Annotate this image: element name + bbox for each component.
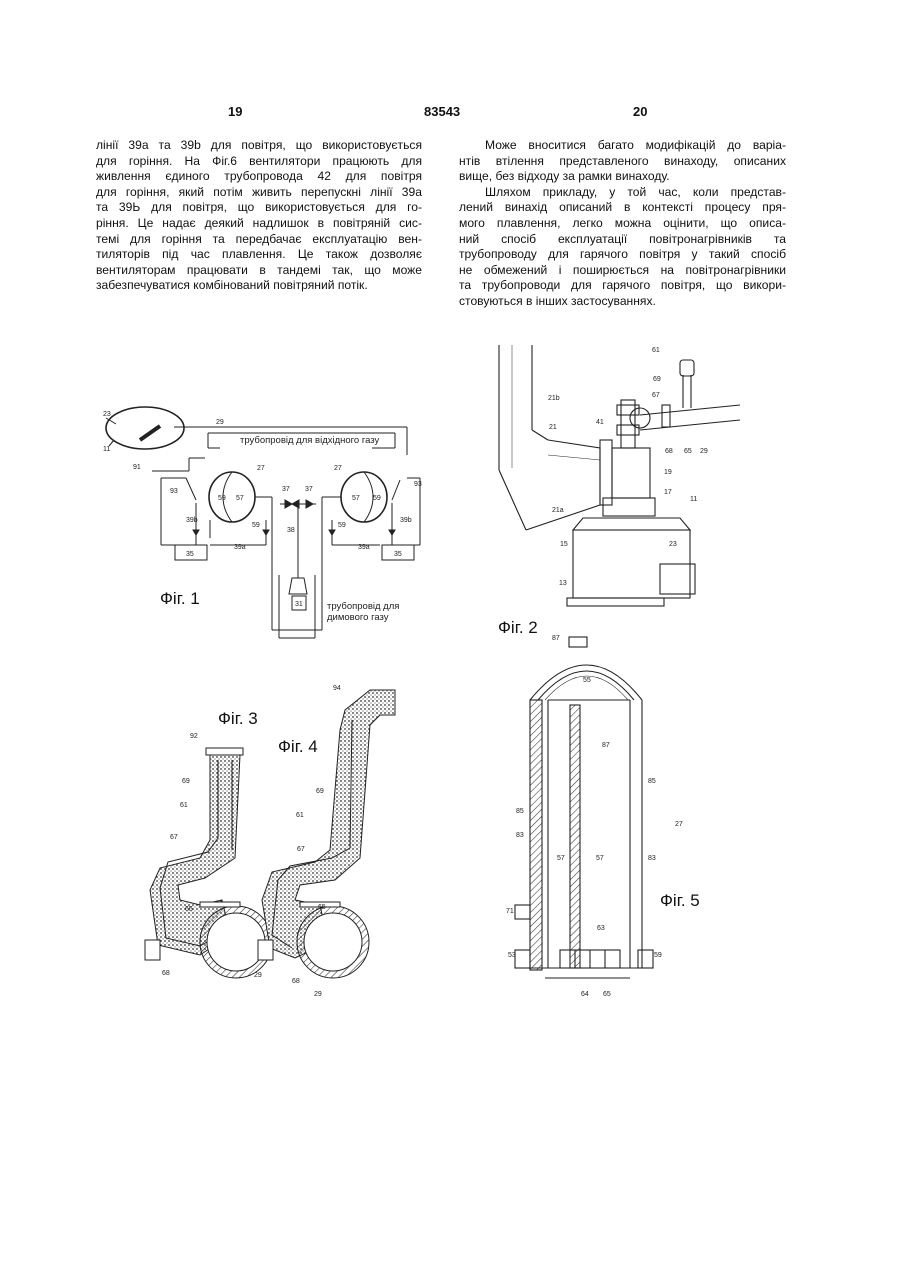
label-flue-pipe-line2: димового газу	[327, 612, 389, 623]
svg-text:92: 92	[190, 733, 198, 740]
svg-text:19: 19	[664, 469, 672, 476]
svg-text:91: 91	[133, 464, 141, 471]
label-exhaust-pipe: трубопровід для відхідного газу	[240, 435, 380, 446]
svg-text:59: 59	[218, 495, 226, 502]
svg-text:39b: 39b	[186, 517, 198, 524]
svg-text:68: 68	[665, 448, 673, 455]
svg-text:53: 53	[508, 952, 516, 959]
svg-text:68: 68	[162, 970, 170, 977]
figure-2	[499, 345, 740, 606]
svg-text:71: 71	[506, 908, 514, 915]
svg-text:37: 37	[282, 486, 290, 493]
svg-text:65: 65	[318, 904, 326, 911]
figure-3-caption: Фіг. 3	[218, 709, 258, 728]
svg-text:65: 65	[684, 448, 692, 455]
svg-text:93: 93	[170, 488, 178, 495]
figure-5-caption: Фіг. 5	[660, 891, 700, 910]
figure-4-caption: Фіг. 4	[278, 737, 318, 756]
label-flue-pipe-line1: трубопровід для	[327, 601, 399, 612]
svg-text:29: 29	[254, 972, 262, 979]
svg-text:68: 68	[292, 978, 300, 985]
svg-text:35: 35	[394, 551, 402, 558]
svg-text:29: 29	[314, 991, 322, 998]
svg-text:83: 83	[648, 855, 656, 862]
svg-text:13: 13	[559, 580, 567, 587]
svg-text:85: 85	[648, 778, 656, 785]
svg-text:59: 59	[373, 495, 381, 502]
svg-text:94: 94	[333, 685, 341, 692]
svg-text:23: 23	[669, 541, 677, 548]
figure-5	[515, 637, 653, 978]
svg-text:57: 57	[236, 495, 244, 502]
svg-text:29: 29	[216, 419, 224, 426]
svg-text:57: 57	[557, 855, 565, 862]
svg-text:59: 59	[338, 522, 346, 529]
svg-text:57: 57	[352, 495, 360, 502]
svg-text:59: 59	[252, 522, 260, 529]
figure-3	[145, 748, 272, 978]
svg-text:55: 55	[583, 677, 591, 684]
svg-text:87: 87	[602, 742, 610, 749]
svg-text:31: 31	[295, 601, 303, 608]
svg-text:41: 41	[596, 419, 604, 426]
figure-1-caption: Фіг. 1	[160, 589, 200, 608]
svg-text:67: 67	[297, 846, 305, 853]
svg-text:59: 59	[654, 952, 662, 959]
svg-text:87: 87	[552, 635, 560, 642]
svg-text:15: 15	[560, 541, 568, 548]
svg-text:67: 67	[652, 392, 660, 399]
svg-text:61: 61	[180, 802, 188, 809]
svg-text:38: 38	[287, 527, 295, 534]
figure-2-caption: Фіг. 2	[498, 618, 538, 637]
svg-text:64: 64	[581, 991, 589, 998]
svg-text:11: 11	[103, 446, 110, 453]
svg-text:57: 57	[596, 855, 604, 862]
svg-text:39a: 39a	[234, 544, 246, 551]
svg-text:39b: 39b	[400, 517, 412, 524]
svg-text:65: 65	[185, 906, 193, 913]
svg-text:21a: 21a	[552, 507, 564, 514]
svg-text:93: 93	[414, 481, 422, 488]
svg-text:63: 63	[597, 925, 605, 932]
svg-text:27: 27	[334, 465, 342, 472]
svg-text:65: 65	[603, 991, 611, 998]
svg-text:21: 21	[549, 424, 557, 431]
svg-text:27: 27	[675, 821, 683, 828]
svg-text:69: 69	[653, 376, 661, 383]
svg-text:27: 27	[257, 465, 265, 472]
figure-4	[258, 690, 395, 978]
svg-text:85: 85	[516, 808, 524, 815]
svg-text:29: 29	[700, 448, 708, 455]
svg-text:11: 11	[690, 496, 697, 503]
svg-text:35: 35	[186, 551, 194, 558]
svg-text:69: 69	[316, 788, 324, 795]
svg-text:61: 61	[652, 347, 660, 354]
svg-text:37: 37	[305, 486, 313, 493]
svg-text:83: 83	[516, 832, 524, 839]
svg-text:67: 67	[170, 834, 178, 841]
svg-text:69: 69	[182, 778, 190, 785]
svg-text:21b: 21b	[548, 395, 560, 402]
svg-text:17: 17	[664, 489, 672, 496]
svg-text:61: 61	[296, 812, 304, 819]
svg-text:39a: 39a	[358, 544, 370, 551]
svg-text:23: 23	[103, 411, 111, 418]
figure-1-labels: трубопровід для відхідного газу трубопро…	[103, 411, 422, 623]
